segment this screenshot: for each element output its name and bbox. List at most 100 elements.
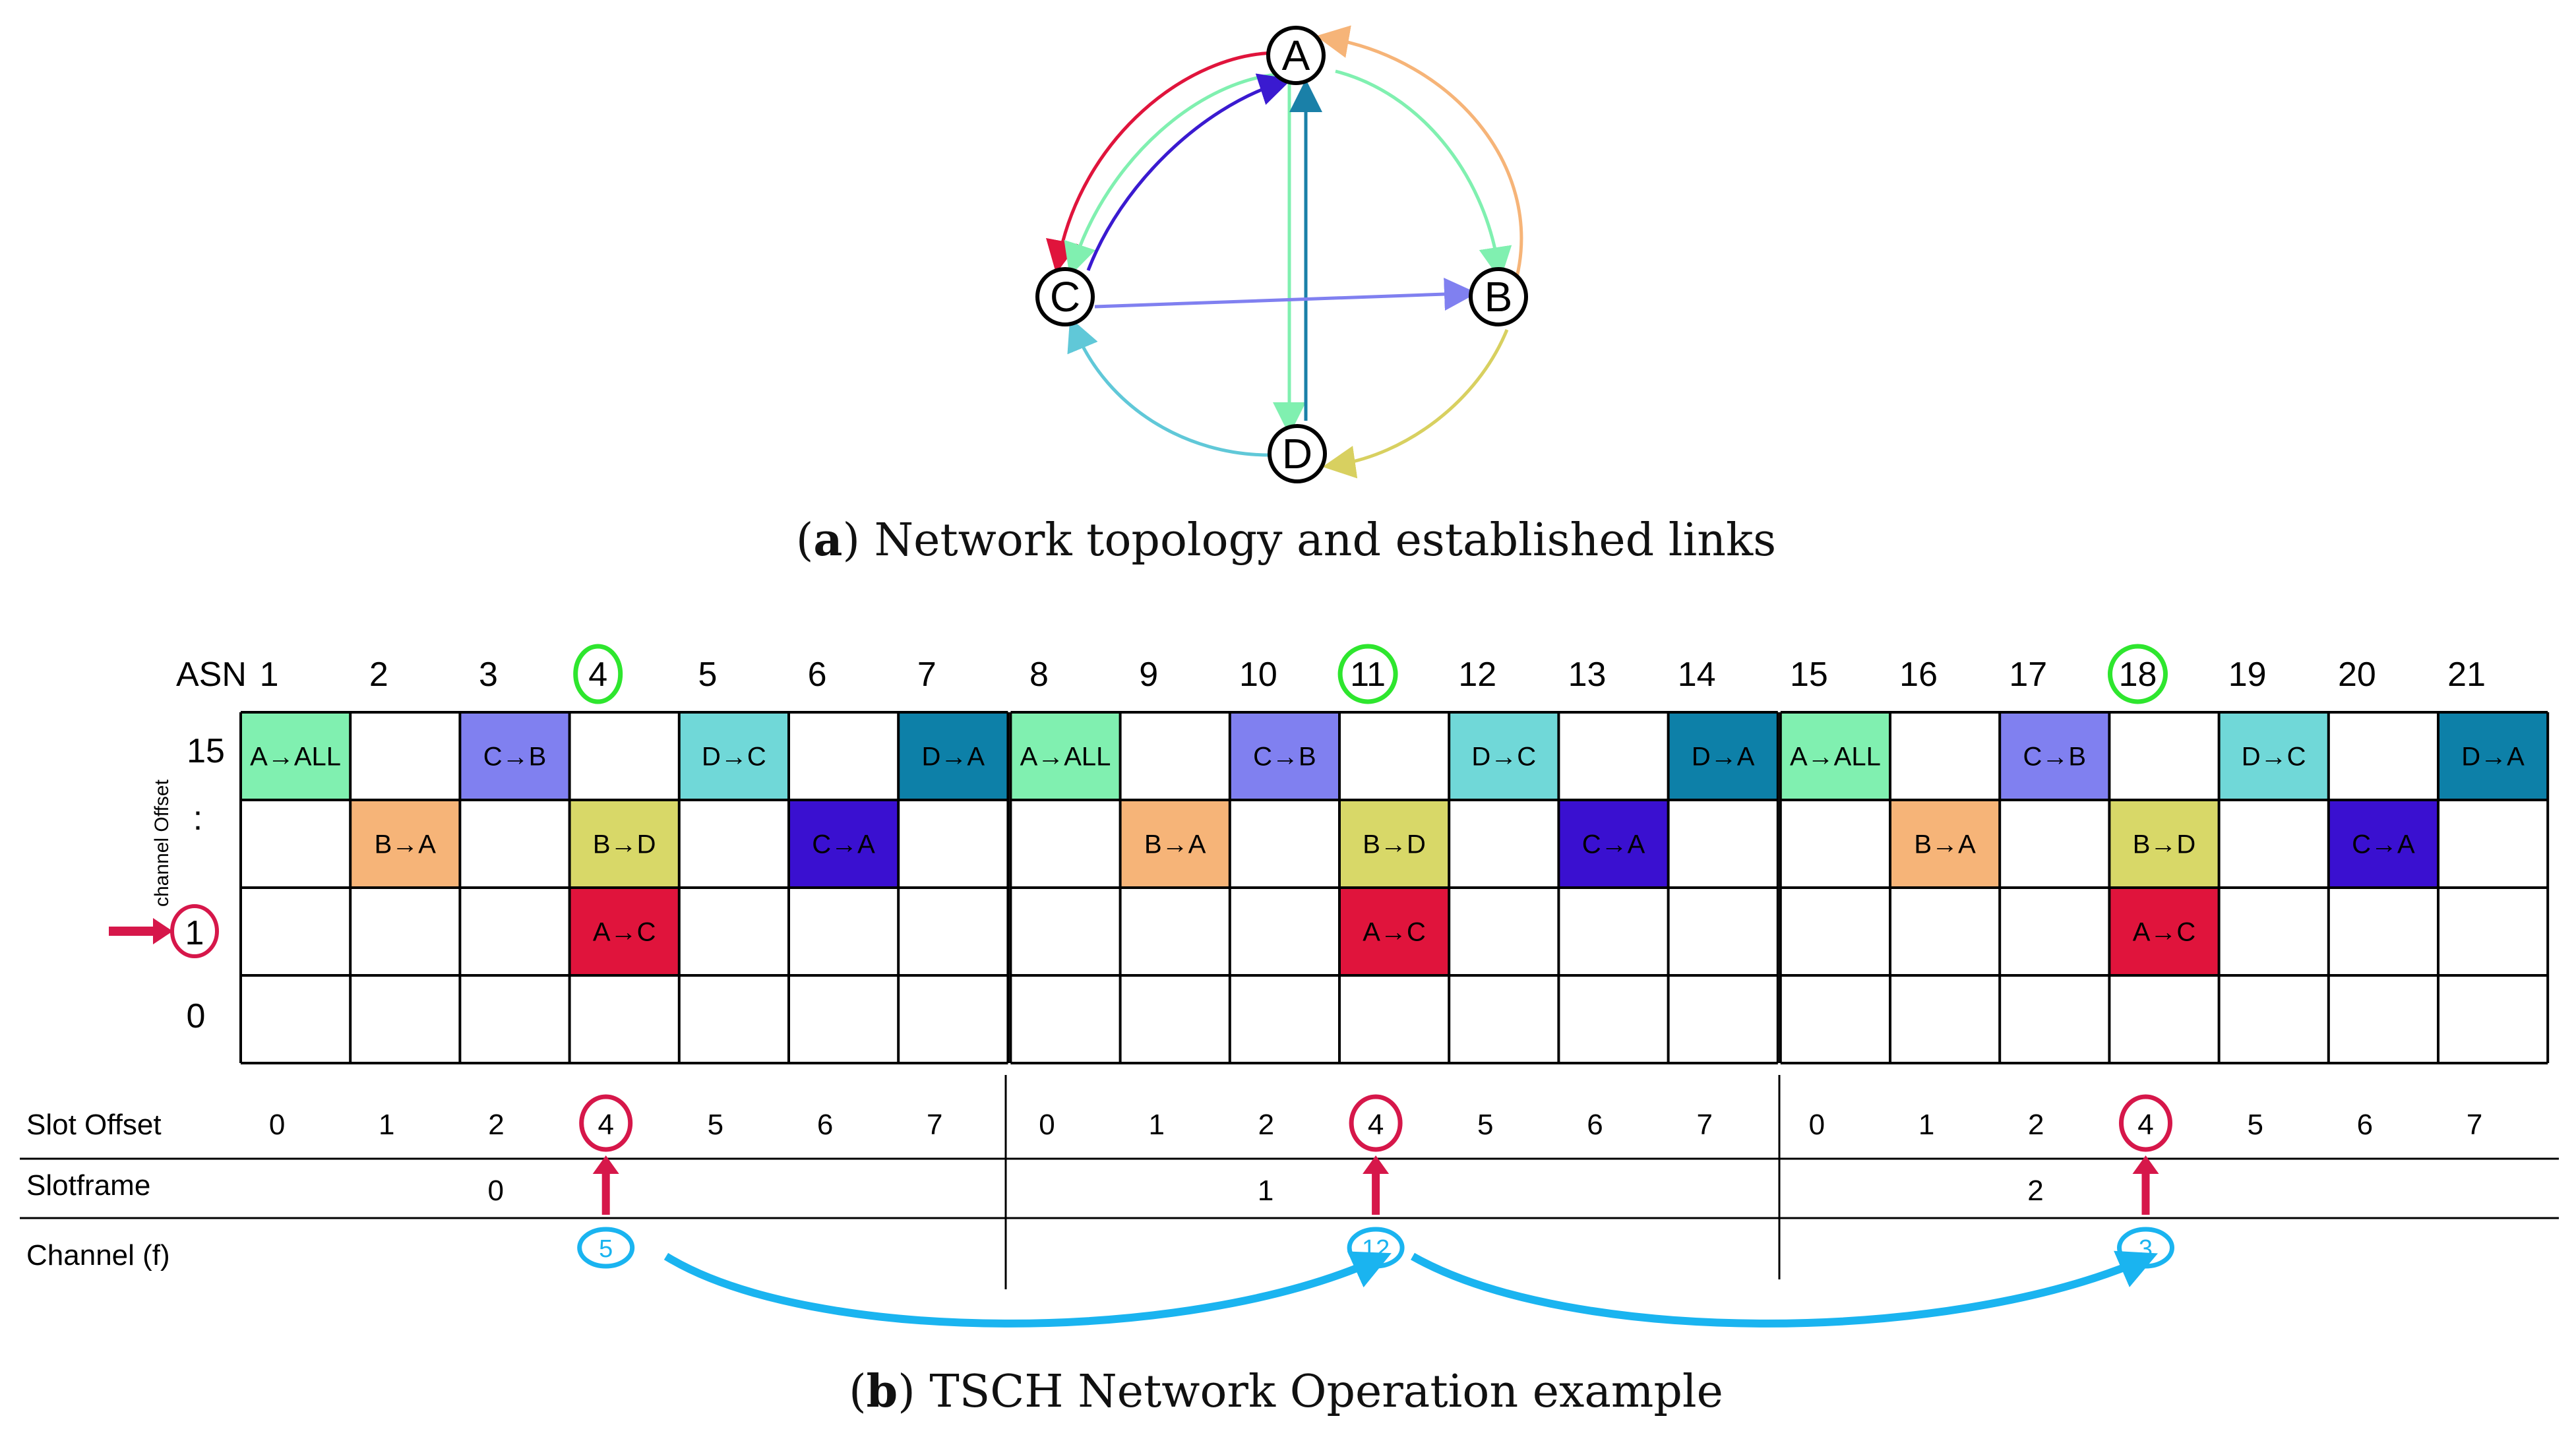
channel-offset-ellipsis: :: [193, 799, 202, 838]
schedule-cell: [2328, 800, 2438, 888]
schedule-cell-label: A→ALL: [1020, 743, 1111, 772]
asn-value: 15: [1790, 656, 1828, 694]
slot-pointer-arrowhead: [1363, 1155, 1390, 1174]
slot-offset-value: 4: [598, 1109, 613, 1141]
asn-value: 5: [698, 656, 717, 694]
link-b-to-d-yellow: [1322, 329, 1509, 479]
node-b-label: B: [1485, 273, 1513, 321]
slot-offset-value: 1: [1918, 1109, 1934, 1141]
slot-offset-value: 5: [708, 1109, 723, 1141]
schedule-cell: [2000, 712, 2110, 800]
asn-value: 4: [588, 656, 607, 694]
highlighted-asn-marker: [1337, 644, 1398, 704]
schedule-cell-label: C→B: [1253, 743, 1316, 772]
asn-value: 1: [260, 656, 279, 694]
node-d: D: [1268, 424, 1327, 483]
caption-a: (a) Network topology and established lin…: [796, 514, 1776, 566]
schedule-grid: [239, 711, 2550, 1064]
channel-offset-0: 0: [187, 997, 206, 1035]
schedule-cell-label: B→A: [1144, 830, 1206, 859]
schedule-cell-label: C→A: [1582, 830, 1645, 859]
schedule-cell-label: B→A: [1914, 830, 1976, 859]
topology-diagram: A B C D: [1035, 25, 1528, 483]
schedule-cell: [241, 712, 351, 800]
schedule-cell: [1339, 888, 1450, 975]
asn-label: ASN: [176, 656, 247, 694]
schedule-cell-label: C→B: [2023, 743, 2087, 772]
schedule-cell-label: C→B: [483, 743, 547, 772]
schedule-cell: [789, 800, 899, 888]
schedule-cell-label: A→ALL: [250, 743, 341, 772]
slot-offset-label: Slot Offset: [26, 1109, 162, 1141]
asn-value: 20: [2338, 656, 2376, 694]
asn-value: 14: [1678, 656, 1716, 694]
slot-offset-value: 0: [269, 1109, 285, 1141]
channel-offset-15: 15: [187, 732, 225, 770]
schedule-cell: [1010, 712, 1120, 800]
slot-offset-value: 4: [1368, 1109, 1384, 1141]
schedule-cell: [898, 712, 1008, 800]
schedule-cell: [2219, 712, 2329, 800]
asn-value: 6: [808, 656, 827, 694]
schedule-cell-label: B→D: [593, 830, 656, 859]
hop-arrow-2: [1411, 1250, 2159, 1328]
slot-offset-value: 2: [488, 1109, 504, 1141]
schedule-cell-label: A→ALL: [1790, 743, 1881, 772]
schedule-cell: [460, 712, 570, 800]
schedule-cell-label: A→C: [1363, 918, 1426, 947]
selected-slot-marker: [579, 1094, 633, 1152]
schedule-cell: [2438, 712, 2548, 800]
asn-value: 2: [369, 656, 388, 694]
asn-value: 10: [1239, 656, 1277, 694]
slot-offset-value: 4: [2137, 1109, 2153, 1141]
asn-value: 9: [1139, 656, 1158, 694]
asn-value: 8: [1029, 656, 1049, 694]
slot-pointer-arrowhead: [592, 1155, 619, 1174]
slot-offset-value: 0: [1039, 1109, 1055, 1141]
link-c-to-b-lavender: [1094, 278, 1477, 311]
slot-offset-value: 1: [1148, 1109, 1164, 1141]
asn-value: 17: [2009, 656, 2047, 694]
channel-marker: [577, 1227, 635, 1269]
caption-a-letter: a: [813, 514, 842, 566]
schedule-cell-label: D→A: [1692, 743, 1755, 772]
asn-value: 19: [2228, 656, 2267, 694]
channel-label: Channel (f): [26, 1239, 170, 1271]
schedule-cell-label: D→C: [702, 743, 766, 772]
schedule-cell: [1449, 712, 1559, 800]
slot-offset-value: 2: [1258, 1109, 1274, 1141]
selected-slot-marker: [1349, 1094, 1403, 1152]
schedule-cell: [1780, 712, 1890, 800]
schedule-cell: [1229, 712, 1339, 800]
schedule-cell: [1890, 800, 2000, 888]
channel-pointer-arrowhead: [153, 918, 173, 944]
asn-value: 16: [1899, 656, 1938, 694]
schedule-cell-label: A→C: [593, 918, 656, 947]
asn-value: 18: [2119, 656, 2157, 694]
node-b: B: [1469, 267, 1528, 326]
asn-value: 21: [2447, 656, 2486, 694]
link-c-to-a-navy: [1086, 73, 1293, 271]
link-d-to-c-cyan: [1067, 317, 1270, 457]
slot-offset-value: 6: [2357, 1109, 2373, 1141]
schedule-cell: [569, 888, 679, 975]
slot-offset-value: 0: [1809, 1109, 1825, 1141]
schedule-cell: [2109, 800, 2219, 888]
slot-offset-value: 6: [817, 1109, 833, 1141]
schedule-cell: [569, 800, 679, 888]
node-c-label: C: [1050, 273, 1080, 321]
selected-slot-marker: [2119, 1094, 2172, 1152]
node-a: A: [1266, 26, 1326, 85]
highlighted-asn-marker: [2108, 644, 2168, 704]
schedule-cell: [350, 800, 460, 888]
slot-offset-value: 1: [379, 1109, 394, 1141]
hop-arrow-1: [663, 1251, 1392, 1328]
slot-offset-value: 6: [1587, 1109, 1603, 1141]
asn-value: 7: [917, 656, 936, 694]
schedule-cell: [2109, 888, 2219, 975]
asn-value: 11: [1350, 656, 1386, 694]
